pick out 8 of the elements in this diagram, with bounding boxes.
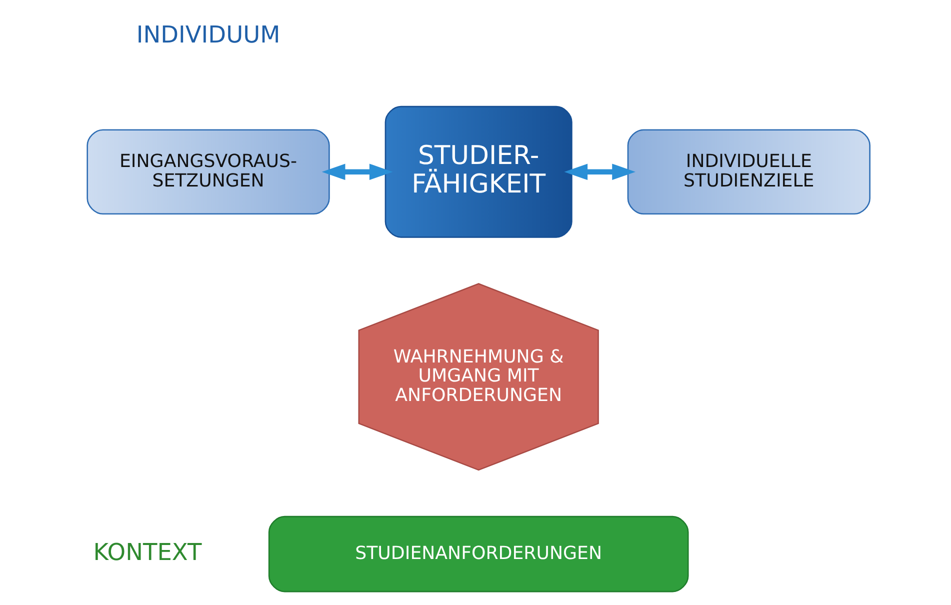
node-box: STUDIENANFORDERUNGEN bbox=[268, 516, 688, 592]
node-box: STUDIER- FÄHIGKEIT bbox=[384, 106, 572, 238]
arrow bbox=[564, 164, 635, 180]
label: INDIVIDUUM bbox=[136, 21, 280, 48]
arrow bbox=[321, 164, 392, 180]
node-box: EINGANGSVORAUS- SETZUNGEN bbox=[86, 129, 330, 215]
node-box: INDIVIDUELLE STUDIENZIELE bbox=[626, 129, 870, 215]
label: KONTEXT bbox=[92, 538, 202, 566]
